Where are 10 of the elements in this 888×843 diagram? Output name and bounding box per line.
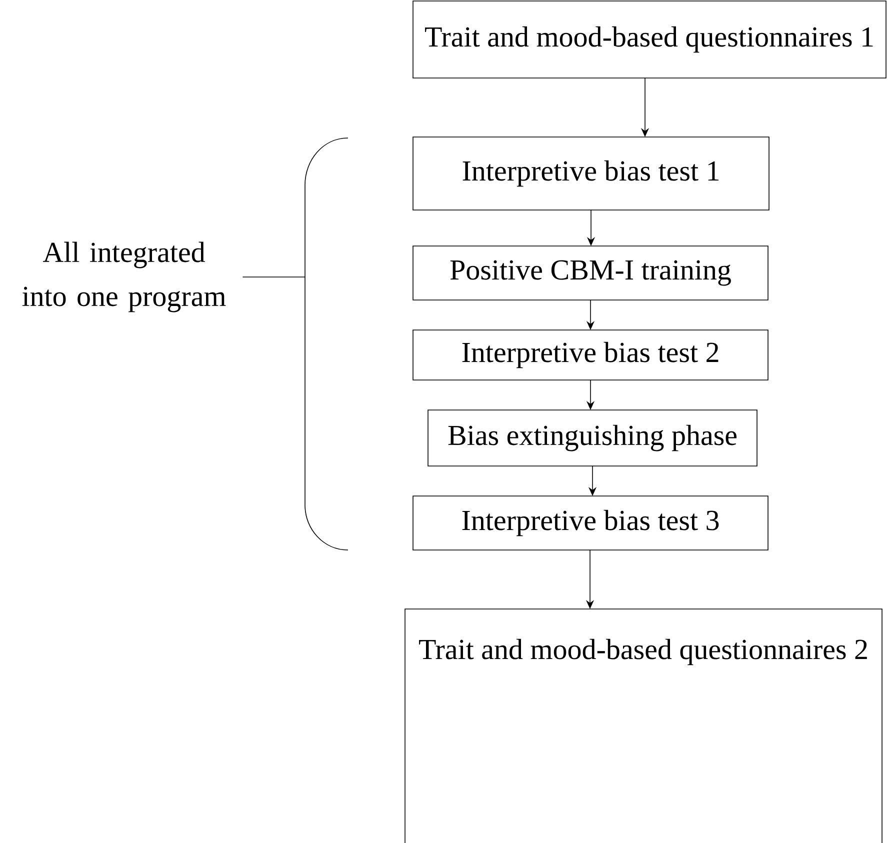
process-box: Bias extinguishing phase: [428, 410, 758, 466]
note-text: All integrated into one program: [22, 242, 226, 312]
process-box: Positive CBM-I training: [412, 246, 768, 300]
process-box: Trait and mood-based questionnaires 1: [412, 0, 886, 78]
leader-line: [242, 276, 306, 278]
process-box: Interpretive bias test 2: [412, 330, 768, 380]
bracket: [304, 138, 348, 550]
process-box: Interpretive bias test 3: [412, 496, 768, 550]
process-box: Trait and mood-based questionnaires 2: [404, 608, 882, 843]
process-box: Interpretive bias test 1: [412, 136, 770, 210]
